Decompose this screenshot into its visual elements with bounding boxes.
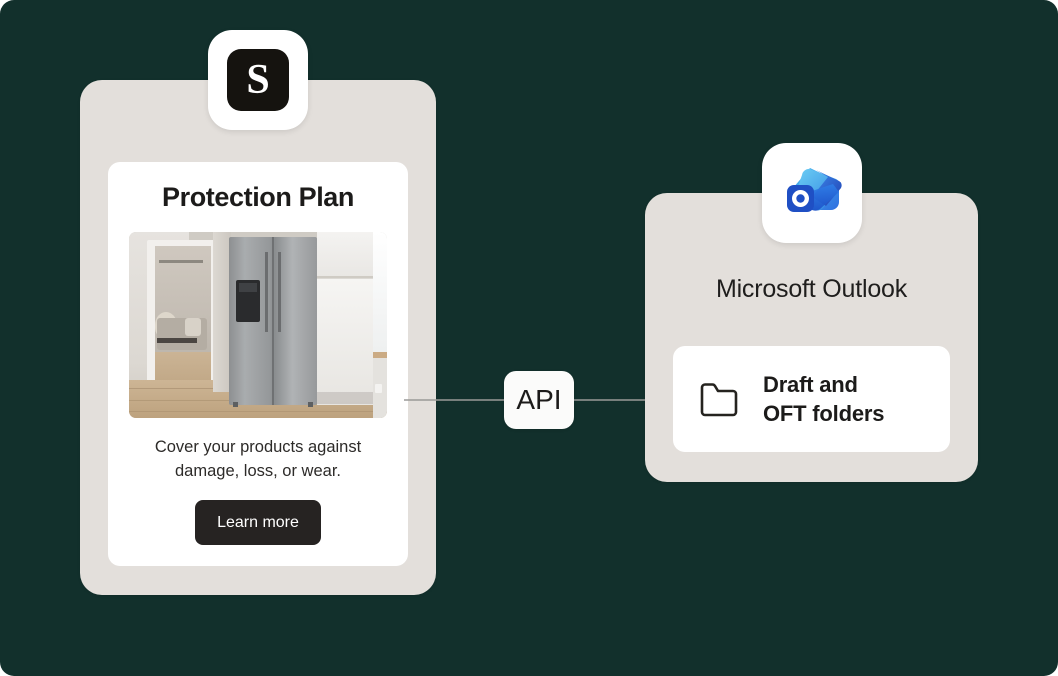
stripe-dollar-icon: S <box>208 30 308 130</box>
photo-wall-outlet <box>375 384 382 393</box>
photo-cabinet-shadow <box>317 392 373 404</box>
photo-refrigerator-handle <box>265 252 268 332</box>
photo-refrigerator-seam <box>272 237 274 405</box>
learn-more-button[interactable]: Learn more <box>195 500 321 545</box>
stripe-panel: Protection Plan <box>80 80 436 595</box>
photo-wall-column <box>213 232 231 392</box>
folder-icon <box>700 383 738 417</box>
stripe-dollar-glyph: S <box>227 49 289 111</box>
photo-room-floor <box>155 352 211 380</box>
outlook-logo-glyph <box>787 168 842 212</box>
microsoft-outlook-icon <box>762 143 862 243</box>
draft-oft-folders-card[interactable]: Draft and OFT folders <box>673 346 950 452</box>
photo-ceiling-rail <box>159 260 203 263</box>
folders-label: Draft and OFT folders <box>763 370 884 428</box>
photo-refrigerator-foot <box>308 402 313 407</box>
photo-cushion <box>185 318 201 336</box>
photo-window <box>373 232 387 352</box>
folders-label-line-1: Draft and <box>763 372 858 397</box>
photo-dispenser-screen <box>239 283 257 292</box>
kitchen-refrigerator-photo <box>129 232 387 418</box>
photo-refrigerator-handle <box>278 252 281 332</box>
plan-description: Cover your products against damage, loss… <box>154 438 362 480</box>
folders-label-line-2: OFT folders <box>763 401 885 426</box>
photo-lower-cabinet <box>317 278 373 405</box>
photo-refrigerator-foot <box>233 402 238 407</box>
plan-title: Protection Plan <box>161 182 355 212</box>
photo-floor-plank-line <box>129 411 387 412</box>
outlook-title: Microsoft Outlook <box>715 275 908 303</box>
photo-window-sill <box>373 352 387 358</box>
api-chip: API <box>504 371 574 429</box>
protection-plan-card: Protection Plan <box>108 162 408 566</box>
photo-upper-cabinet <box>317 232 373 276</box>
photo-coffee-table <box>157 338 197 343</box>
